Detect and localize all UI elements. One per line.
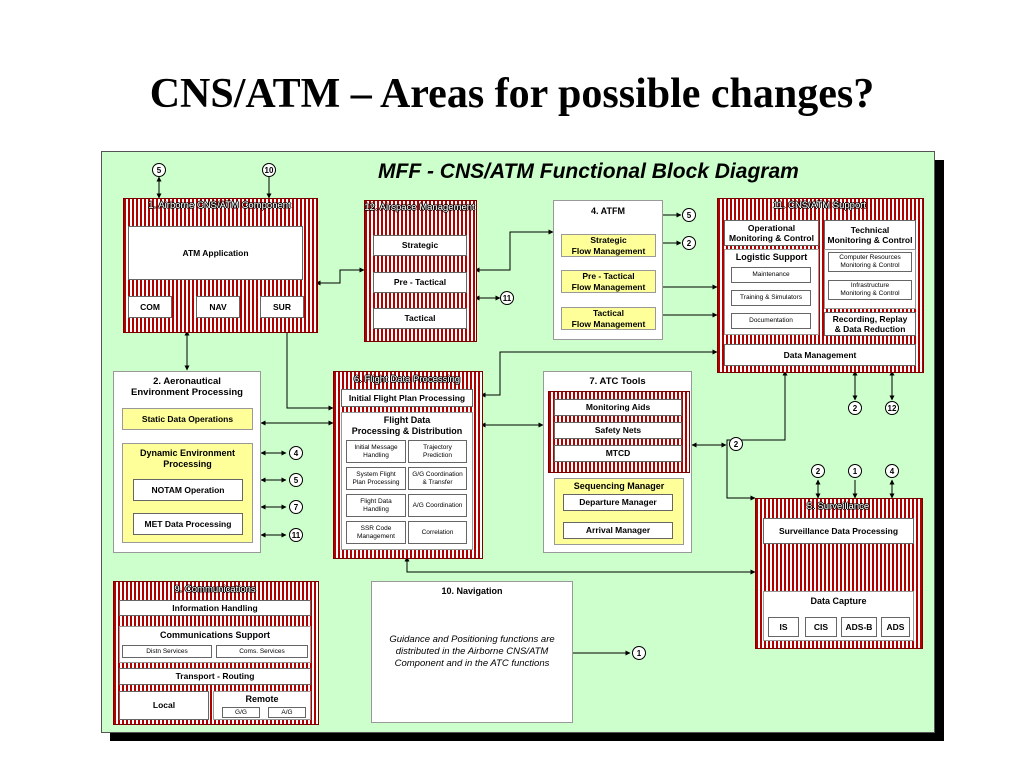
diagram-title: MFF - CNS/ATM Functional Block Diagram xyxy=(378,160,799,183)
navigation-title: 10. Navigation xyxy=(441,586,503,596)
transport-routing: Transport - Routing xyxy=(119,668,311,685)
ref-circle: 11 xyxy=(500,291,514,305)
ref-circle: 10 xyxy=(262,163,276,177)
adsb-box: ADS-B xyxy=(841,617,877,637)
fdp-title: 6. Flight Data Processing xyxy=(353,374,461,385)
ref-circle: 12 xyxy=(885,401,899,415)
fdh-box: Flight Data Handling xyxy=(346,494,406,517)
mtcd: MTCD xyxy=(554,445,682,462)
ads-box: ADS xyxy=(881,617,910,637)
ref-circle: 2 xyxy=(682,236,696,250)
page-title: CNS/ATM – Areas for possible changes? xyxy=(149,71,875,117)
data-capture-label: Data Capture xyxy=(810,596,867,606)
infrastructure: Infrastructure Monitoring & Control xyxy=(828,280,912,300)
info-handling: Information Handling xyxy=(119,600,311,616)
navigation-text: Guidance and Positioning functions are d… xyxy=(389,634,555,669)
atfm-title: 4. ATFM xyxy=(591,206,625,216)
imh-box: Initial Message Handling xyxy=(346,440,406,463)
ref-circle: 5 xyxy=(682,208,696,222)
sur-box: SUR xyxy=(260,296,304,318)
ref-circle: 11 xyxy=(289,528,303,542)
ref-circle: 1 xyxy=(632,646,646,660)
dynamic-env-label: Dynamic Environment Processing xyxy=(139,448,236,469)
is-box: IS xyxy=(768,617,799,637)
com-box: COM xyxy=(128,296,172,318)
communications-title: 9. Communications xyxy=(174,584,256,595)
static-data-ops: Static Data Operations xyxy=(122,408,253,430)
distn-services: Distn Services xyxy=(122,645,212,658)
tech-monitoring: Technical Monitoring & Control xyxy=(824,220,916,250)
ref-circle: 5 xyxy=(152,163,166,177)
nav-box: NAV xyxy=(196,296,240,318)
ref-circle: 2 xyxy=(811,464,825,478)
ref-circle: 4 xyxy=(289,446,303,460)
airborne-title: 1. Airborne CNS/ATM Component xyxy=(148,200,291,211)
ref-circle: 2 xyxy=(729,437,743,451)
coms-services: Coms. Services xyxy=(216,645,308,658)
traj-box: Trajectory Prediction xyxy=(408,440,467,463)
met-data-processing: MET Data Processing xyxy=(133,513,243,535)
ref-circle: 1 xyxy=(848,464,862,478)
local-box: Local xyxy=(119,691,209,720)
sfpp-box: System Flight Plan Processing xyxy=(346,467,406,490)
airspace-title: 12. Airspace Management xyxy=(364,202,475,213)
atfm-tactical: Tactical Flow Management xyxy=(561,307,656,330)
seq-label: Sequencing Manager xyxy=(573,481,665,491)
support-title: 11. CNS/ATM Support xyxy=(772,200,867,211)
ref-circle: 4 xyxy=(885,464,899,478)
ref-circle: 2 xyxy=(848,401,862,415)
notam-operation: NOTAM Operation xyxy=(133,479,243,501)
ssr-box: SSR Code Management xyxy=(346,521,406,544)
navigation-block xyxy=(371,581,573,723)
airspace-strategic: Strategic xyxy=(373,235,467,256)
ggc-box: G/G Coordination & Transfer xyxy=(408,467,467,490)
atc-title: 7. ATC Tools xyxy=(589,376,646,387)
atfm-strategic: Strategic Flow Management xyxy=(561,234,656,257)
op-monitoring: Operational Monitoring & Control xyxy=(724,220,819,246)
atfm-pretactical: Pre - Tactical Flow Management xyxy=(561,270,656,293)
corr-box: Correlation xyxy=(408,521,467,544)
surveillance-title: 5. Surveillance xyxy=(806,501,870,512)
agc-box: A/G Coordination xyxy=(408,494,467,517)
logistic-label: Logistic Support xyxy=(735,252,808,262)
cis-box: CIS xyxy=(805,617,837,637)
fdpd-label: Flight Data Processing & Distribution xyxy=(351,415,463,436)
monitoring-aids: Monitoring Aids xyxy=(554,399,682,416)
ref-circle: 7 xyxy=(289,500,303,514)
gg-box: G/G xyxy=(222,707,260,718)
surv-data-processing: Surveillance Data Processing xyxy=(763,518,914,544)
safety-nets: Safety Nets xyxy=(554,422,682,439)
documentation-box: Documentation xyxy=(731,313,811,329)
aero-title: 2. Aeronautical Environment Processing xyxy=(131,376,243,399)
initial-fpp: Initial Flight Plan Processing xyxy=(341,389,473,407)
airspace-pretactical: Pre - Tactical xyxy=(373,272,467,293)
arrival-manager: Arrival Manager xyxy=(563,522,673,539)
ag-box: A/G xyxy=(268,707,306,718)
atm-application: ATM Application xyxy=(128,226,303,280)
airspace-tactical: Tactical xyxy=(373,308,467,329)
remote-label: Remote xyxy=(245,694,279,704)
recording-box: Recording, Replay & Data Reduction xyxy=(824,312,916,336)
data-management: Data Management xyxy=(724,344,916,366)
departure-manager: Departure Manager xyxy=(563,494,673,511)
computer-resources: Computer Resources Monitoring & Control xyxy=(828,252,912,272)
maintenance-box: Maintenance xyxy=(731,267,811,283)
ref-circle: 5 xyxy=(289,473,303,487)
training-box: Training & Simulators xyxy=(731,290,811,306)
comms-support-label: Communications Support xyxy=(160,630,270,640)
